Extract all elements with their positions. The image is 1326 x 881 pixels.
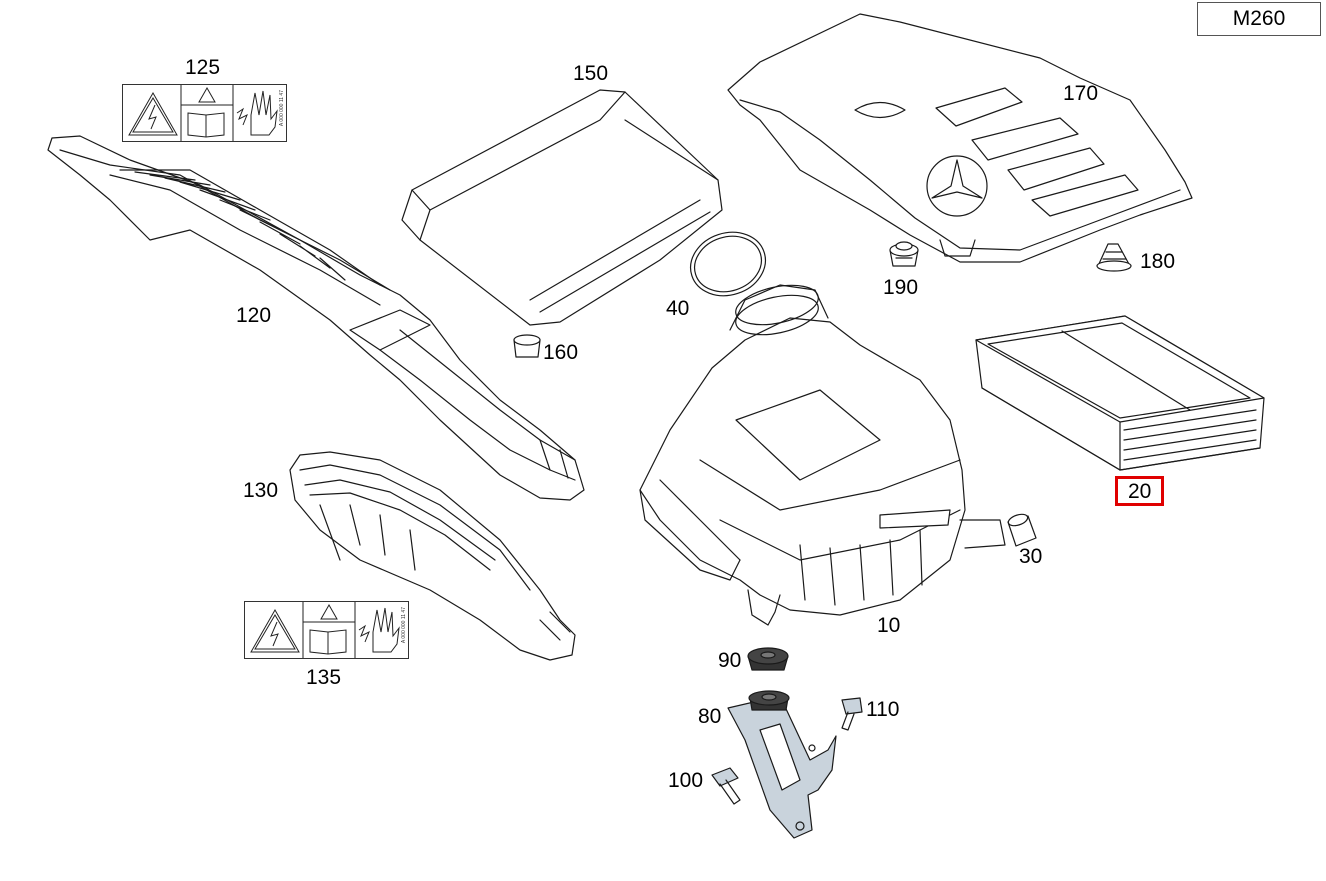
callout-10[interactable]: 10 — [877, 614, 901, 637]
bolt-part-100[interactable] — [711, 767, 741, 805]
callout-170[interactable]: 170 — [1063, 82, 1099, 105]
callout-80[interactable]: 80 — [698, 705, 722, 728]
grommet-part-190[interactable] — [889, 241, 919, 267]
warning-label-part-125[interactable] — [122, 84, 287, 142]
warning-label-code: A 000 000 11 47 — [279, 90, 285, 127]
engine-code-label: M260 — [1197, 2, 1321, 36]
callout-130[interactable]: 130 — [243, 479, 279, 502]
callout-125[interactable]: 125 — [185, 56, 221, 79]
bolt-part-110[interactable] — [841, 697, 863, 731]
callout-100[interactable]: 100 — [668, 769, 704, 792]
warning-symbols-icon — [250, 602, 400, 658]
callout-20-highlighted[interactable]: 20 — [1115, 476, 1165, 506]
callout-135[interactable]: 135 — [306, 666, 342, 689]
warning-label-part-135[interactable] — [244, 601, 409, 659]
callout-110[interactable]: 110 — [866, 698, 900, 721]
clip-part-180[interactable] — [1096, 243, 1132, 272]
warning-symbols-icon — [128, 85, 278, 141]
grommet-part-160[interactable] — [513, 334, 541, 358]
intake-duct-part-120[interactable] — [47, 135, 585, 501]
engine-cover-part-170[interactable] — [727, 13, 1193, 263]
callout-160[interactable]: 160 — [543, 341, 579, 364]
callout-40[interactable]: 40 — [666, 297, 690, 320]
callout-120[interactable]: 120 — [236, 304, 272, 327]
air-filter-housing-part-10[interactable] — [639, 279, 1006, 626]
warning-label-code: A 000 000 11 47 — [401, 607, 407, 644]
callout-190[interactable]: 190 — [883, 276, 919, 299]
callout-180[interactable]: 180 — [1140, 250, 1176, 273]
callout-150[interactable]: 150 — [573, 62, 609, 85]
air-filter-element-part-20[interactable] — [975, 315, 1265, 471]
bracket-part-80[interactable] — [727, 690, 837, 839]
seal-ring-part-40[interactable] — [682, 223, 773, 305]
callout-90[interactable]: 90 — [718, 649, 742, 672]
filter-cover-part-150[interactable] — [401, 89, 723, 326]
sleeve-part-30[interactable] — [1007, 512, 1037, 547]
rubber-mount-part-90[interactable] — [747, 647, 789, 671]
callout-30[interactable]: 30 — [1019, 545, 1043, 568]
intake-duct-part-130[interactable] — [289, 451, 576, 661]
